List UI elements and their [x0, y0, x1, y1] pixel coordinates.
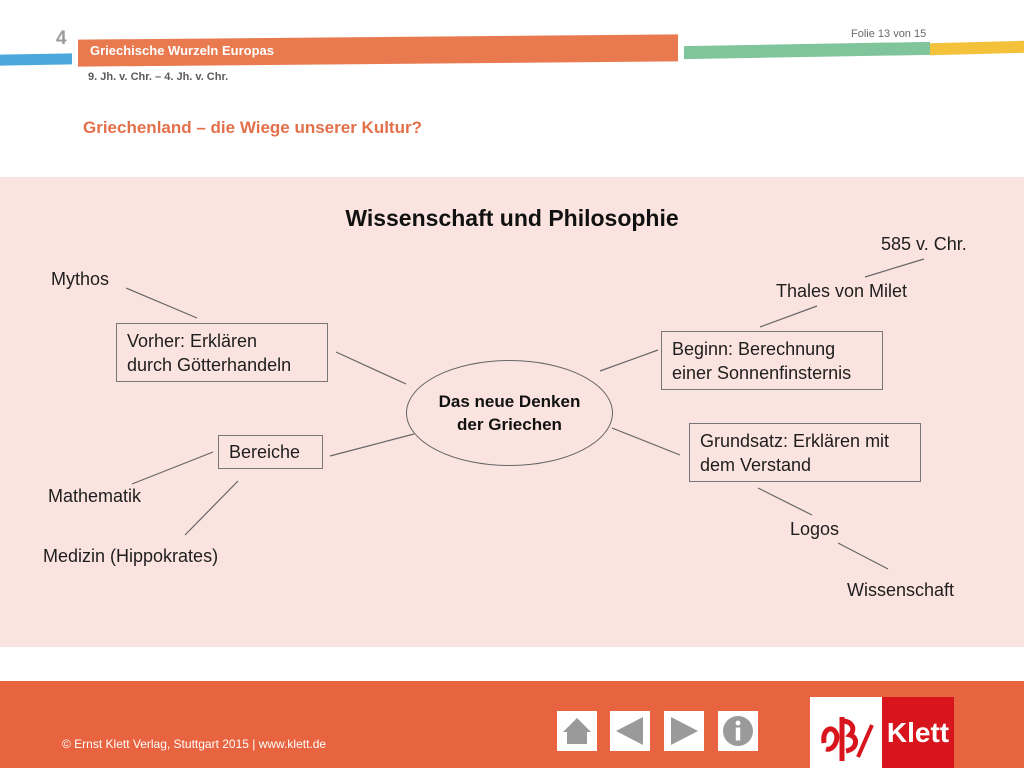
chapter-title: Griechische Wurzeln Europas	[90, 43, 274, 58]
klett-wordmark: Klett	[882, 697, 954, 768]
home-button[interactable]	[557, 711, 597, 751]
chapter-number: 4	[56, 28, 67, 49]
connector-vorher-center	[335, 351, 407, 385]
label-medizin: Medizin (Hippokrates)	[43, 546, 219, 566]
label-thales: Thales von Milet	[776, 281, 908, 301]
arrow-right-icon	[671, 717, 698, 745]
diagram-title: Wissenschaft und Philosophie	[345, 205, 679, 231]
box-bereiche-label: Bereiche	[229, 442, 301, 462]
klett-emblem-icon	[821, 717, 874, 761]
copyright-text: © Ernst Klett Verlag, Stuttgart 2015 | w…	[62, 737, 327, 751]
label-mythos: Mythos	[51, 269, 110, 289]
box-vorher-line2: durch Götterhandeln	[127, 355, 292, 375]
label-logos: Logos	[790, 519, 840, 539]
box-grundsatz-line2: dem Verstand	[700, 455, 812, 475]
connector-grundsatz-logos	[757, 487, 813, 516]
box-beginn: Beginn: Berechnung einer Sonnenfinsterni…	[661, 331, 883, 390]
home-icon	[563, 718, 591, 744]
label-wissenschaft: Wissenschaft	[847, 580, 955, 600]
connector-logos-wissenschaft	[837, 542, 889, 570]
connector-center-grundsatz	[611, 427, 681, 456]
box-grundsatz: Grundsatz: Erklären mit dem Verstand	[689, 423, 921, 482]
klett-logo[interactable]: Klett	[810, 697, 954, 768]
label-mathematik: Mathematik	[48, 486, 142, 506]
center-node-line2: der Griechen	[457, 415, 562, 434]
klett-emblem	[812, 699, 880, 768]
box-vorher: Vorher: Erklären durch Götterhandeln	[116, 323, 328, 382]
arrow-left-icon	[616, 717, 643, 745]
box-beginn-line2: einer Sonnenfinsternis	[672, 363, 852, 383]
connector-thales-beginn	[759, 305, 818, 328]
page-subtitle: Griechenland – die Wiege unserer Kultur?	[83, 118, 422, 137]
connector-date-thales	[864, 258, 925, 278]
connector-bereiche-center	[329, 433, 415, 457]
label-date: 585 v. Chr.	[881, 234, 967, 254]
next-slide-button[interactable]	[664, 711, 704, 751]
box-vorher-line1: Vorher: Erklären	[127, 331, 258, 351]
box-grundsatz-line1: Grundsatz: Erklären mit	[700, 431, 890, 451]
previous-slide-button[interactable]	[610, 711, 650, 751]
info-button[interactable]	[718, 711, 758, 751]
info-icon	[723, 716, 753, 746]
center-node-line1: Das neue Denken	[438, 392, 581, 411]
connector-mythos-vorher	[125, 287, 198, 319]
connector-mathematik-bereiche	[131, 451, 214, 485]
box-bereiche: Bereiche	[218, 435, 323, 469]
connector-medizin-bereiche	[184, 480, 239, 536]
box-beginn-line1: Beginn: Berechnung	[672, 339, 836, 359]
connector-center-beginn	[599, 349, 659, 372]
center-node: Das neue Denken der Griechen	[406, 360, 613, 466]
era-range: 9. Jh. v. Chr. – 4. Jh. v. Chr.	[88, 71, 229, 83]
slide-counter: Folie 13 von 15	[851, 28, 927, 40]
